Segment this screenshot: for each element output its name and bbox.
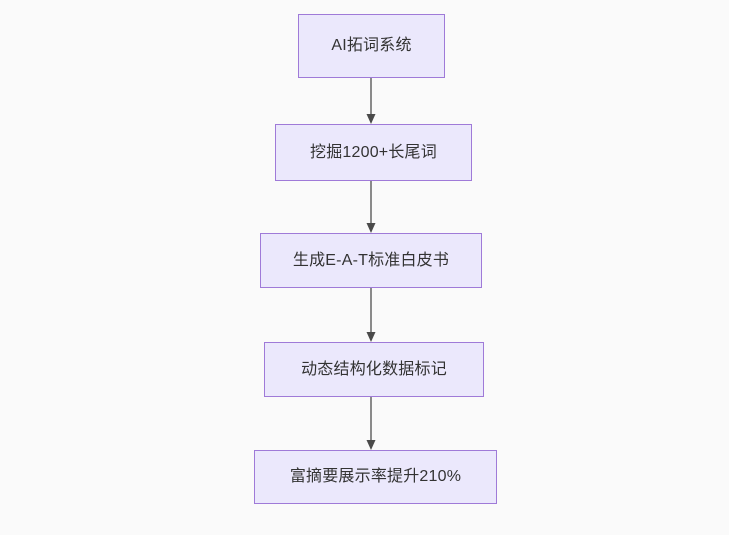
flow-node-label: AI拓词系统 [331,37,412,54]
flow-node-ai-keyword-system[interactable]: AI拓词系统 [298,14,445,78]
flow-node-label: 生成E-A-T标准白皮书 [292,251,450,269]
arrowhead-icon [366,440,376,450]
flow-node-longtail-keywords[interactable]: 挖掘1200+长尾词 [275,124,472,181]
arrowhead-icon [366,223,376,233]
flow-node-structured-data-markup[interactable]: 动态结构化数据标记 [264,342,484,397]
flow-node-label: 挖掘1200+长尾词 [310,143,437,161]
arrowhead-icon [366,114,376,124]
edge-node2-node3 [366,181,376,233]
flow-node-label: 动态结构化数据标记 [301,360,447,378]
flow-node-rich-snippet-result[interactable]: 富摘要展示率提升210% [254,450,497,504]
edge-node3-node4 [366,288,376,342]
flow-node-label: 富摘要展示率提升210% [289,468,462,485]
edge-node1-node2 [366,78,376,124]
edge-node4-node5 [366,397,376,450]
arrowhead-icon [366,332,376,342]
flow-node-eat-whitepaper[interactable]: 生成E-A-T标准白皮书 [260,233,482,288]
